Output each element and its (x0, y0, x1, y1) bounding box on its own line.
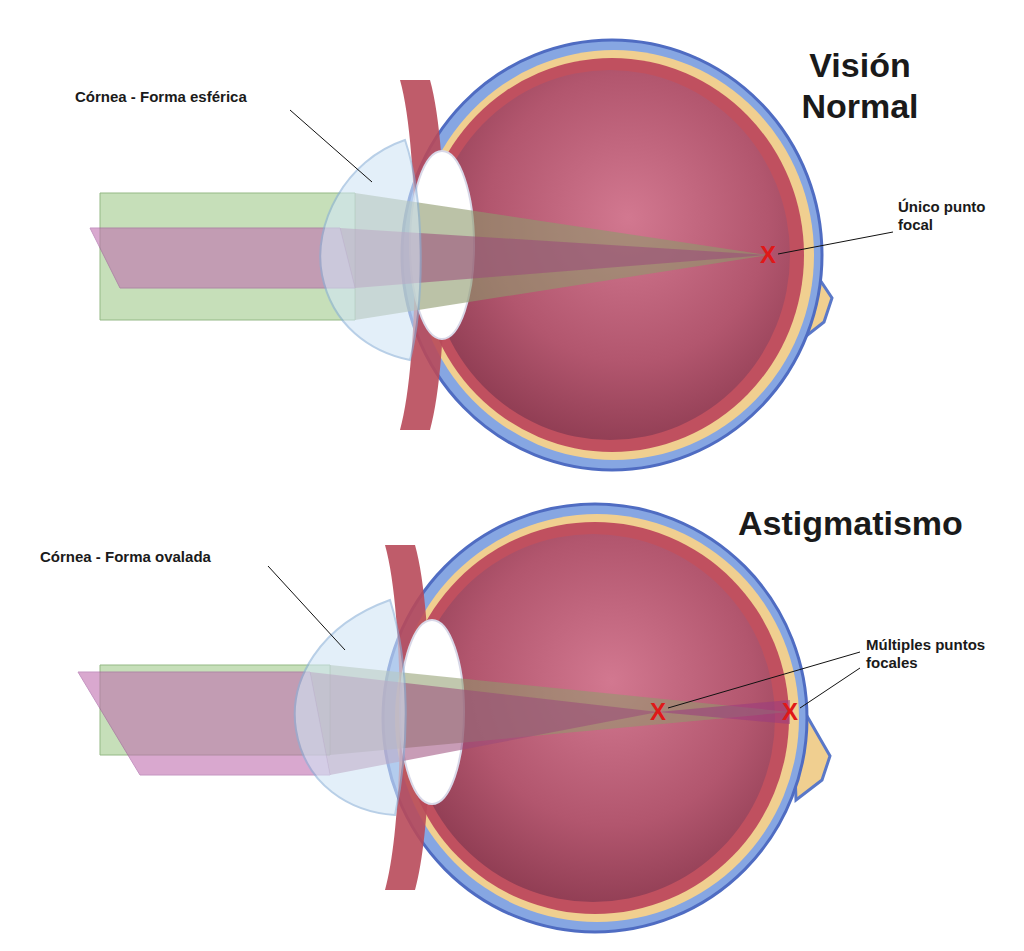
cornea (295, 600, 406, 815)
panel-heading: Visión Normal (770, 45, 950, 127)
part-label: Córnea - Forma ovalada (40, 548, 280, 566)
normal-light-beams (90, 193, 768, 320)
panel-heading: Astigmatismo (738, 503, 1008, 544)
part-label: Único punto focal (898, 198, 1010, 234)
cornea (320, 140, 420, 360)
astigmatic-light-beams (78, 665, 790, 775)
part-label: Múltiples puntos focales (866, 636, 1006, 672)
focal-mark: X (760, 243, 776, 267)
focal-mark: X (650, 700, 666, 724)
leader-lines (268, 110, 893, 708)
focal-mark: X (782, 700, 798, 724)
part-label: Córnea - Forma esférica (75, 88, 315, 106)
